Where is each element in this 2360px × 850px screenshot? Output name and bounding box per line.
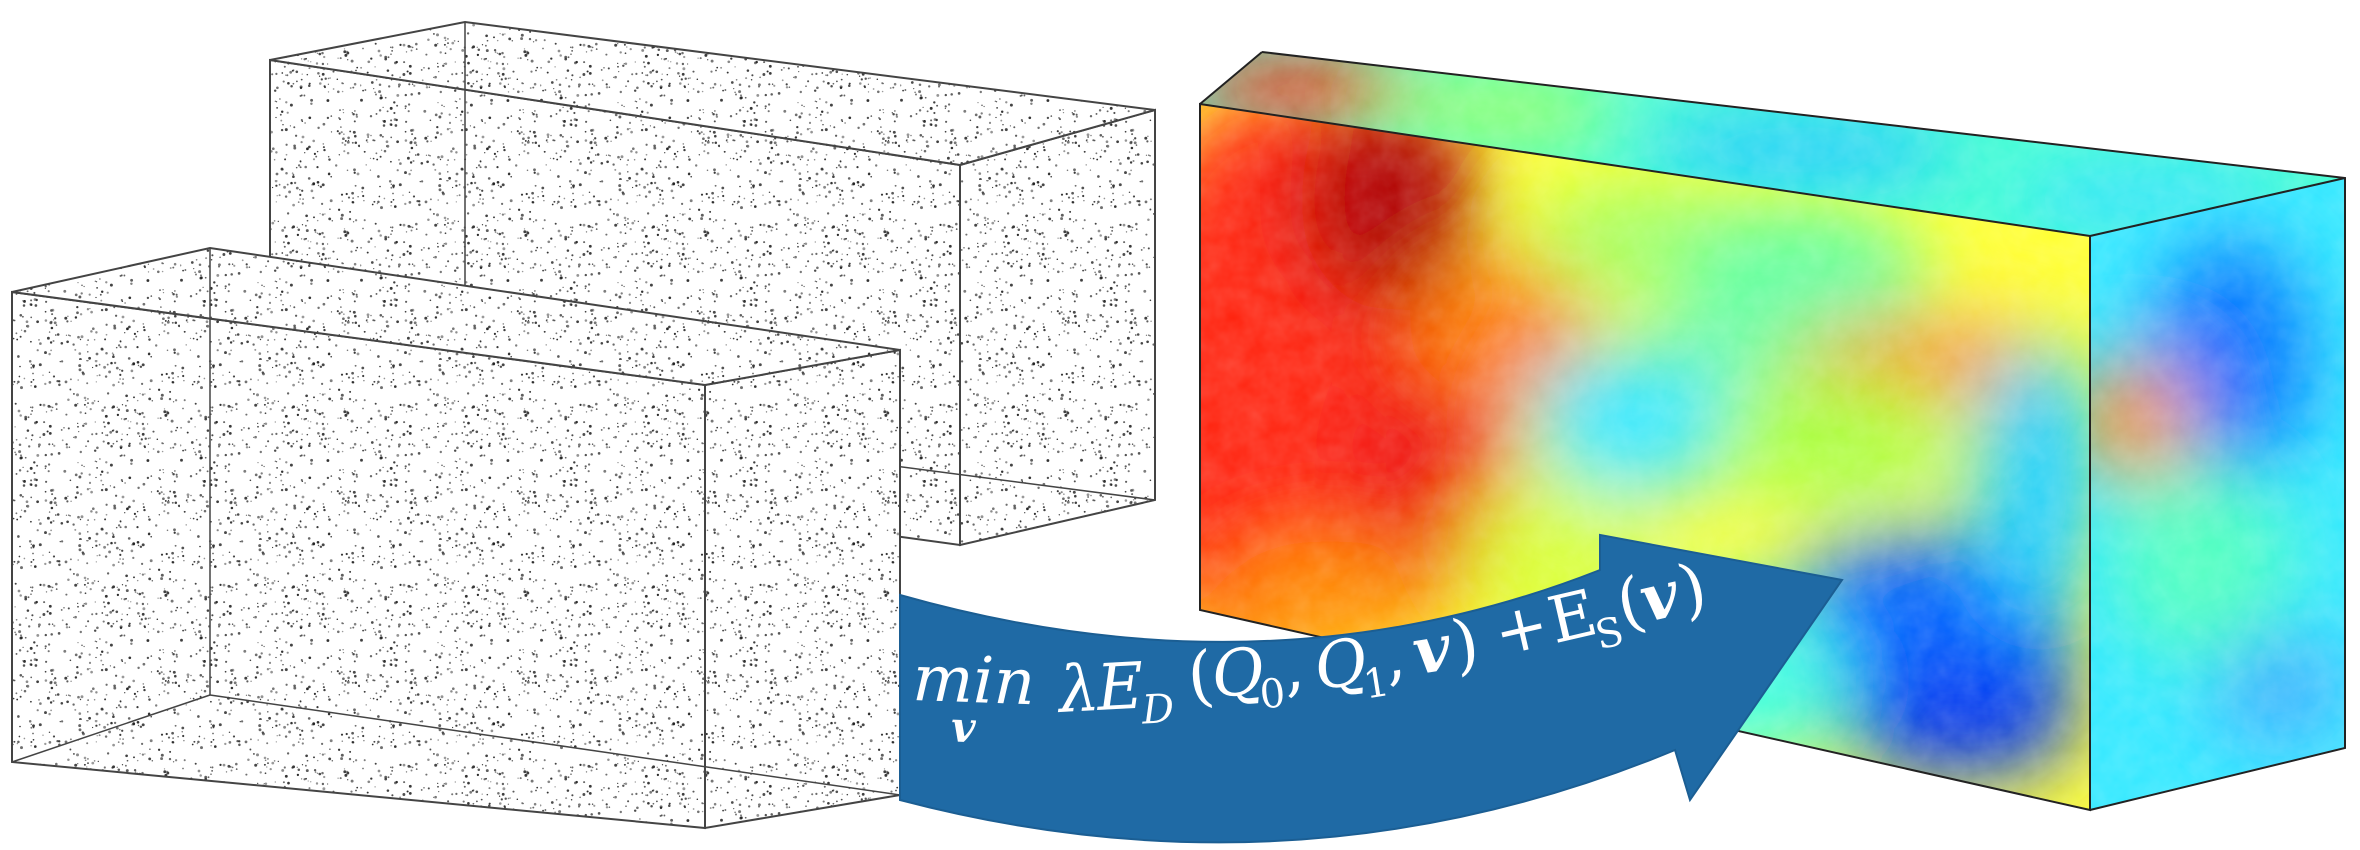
formula-min: min: [911, 642, 1036, 720]
arrow-shape: [899, 533, 1844, 844]
formula-E: E: [1094, 650, 1146, 726]
formula-E-subscript: D: [1140, 686, 1175, 734]
formula-Q1: Q: [1309, 625, 1372, 706]
input-volume-front: [11, 246, 901, 830]
formula-min-subscript: v: [950, 702, 977, 752]
formula-Q0: Q: [1208, 634, 1268, 713]
optimization-arrow: [899, 533, 1844, 844]
formula-lambda: λ: [1054, 652, 1101, 728]
formula-Q0-subscript: 0: [1258, 670, 1288, 718]
energy-formula: min v λ E D ( Q 0 , Q 1 , v ) + E S ( v …: [911, 548, 1713, 752]
